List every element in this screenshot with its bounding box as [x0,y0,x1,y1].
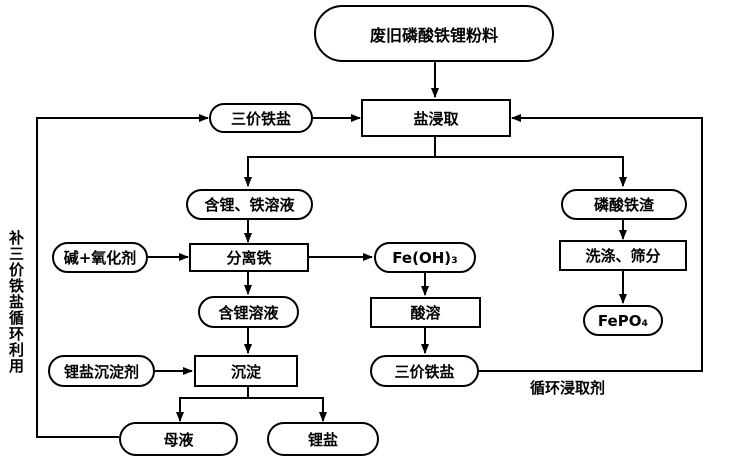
arrow-mother-liquor-loop [36,114,209,438]
node-li-precipitant: 锂盐沉淀剂 [48,355,155,387]
node-separate-iron: 分离铁 [189,243,309,272]
node-ferric-salt-out: 三价铁盐 [370,355,479,387]
arrow-recycle-to-leaching [479,114,703,372]
node-iron-phosphate-residue: 磷酸铁渣 [561,189,687,220]
node-fe-oh3: Fe(OH)₃ [374,242,476,273]
node-mother-liquor: 母液 [119,422,238,456]
node-alkali-oxidant: 碱+氧化剂 [52,242,148,273]
node-acid-dissolve: 酸溶 [370,297,481,328]
node-ferric-salt-in: 三价铁盐 [209,103,313,133]
node-li-fe-solution: 含锂、铁溶液 [186,189,313,220]
node-leaching: 盐浸取 [361,99,511,137]
node-li-solution: 含锂溶液 [198,296,299,328]
node-lithium-salt: 锂盐 [267,422,379,456]
node-wash-sieve: 洗涤、筛分 [559,240,687,271]
node-fepo4: FePO₄ [583,305,663,336]
label-recycle-leach-agent: 循环浸取剂 [530,379,606,397]
node-start: 废旧磷酸铁锂粉料 [314,5,554,62]
node-precipitate: 沉淀 [194,355,298,387]
arrow-leaching-split [244,137,436,187]
label-replenish-recycle: 补三价铁盐循环利用 [7,230,25,374]
